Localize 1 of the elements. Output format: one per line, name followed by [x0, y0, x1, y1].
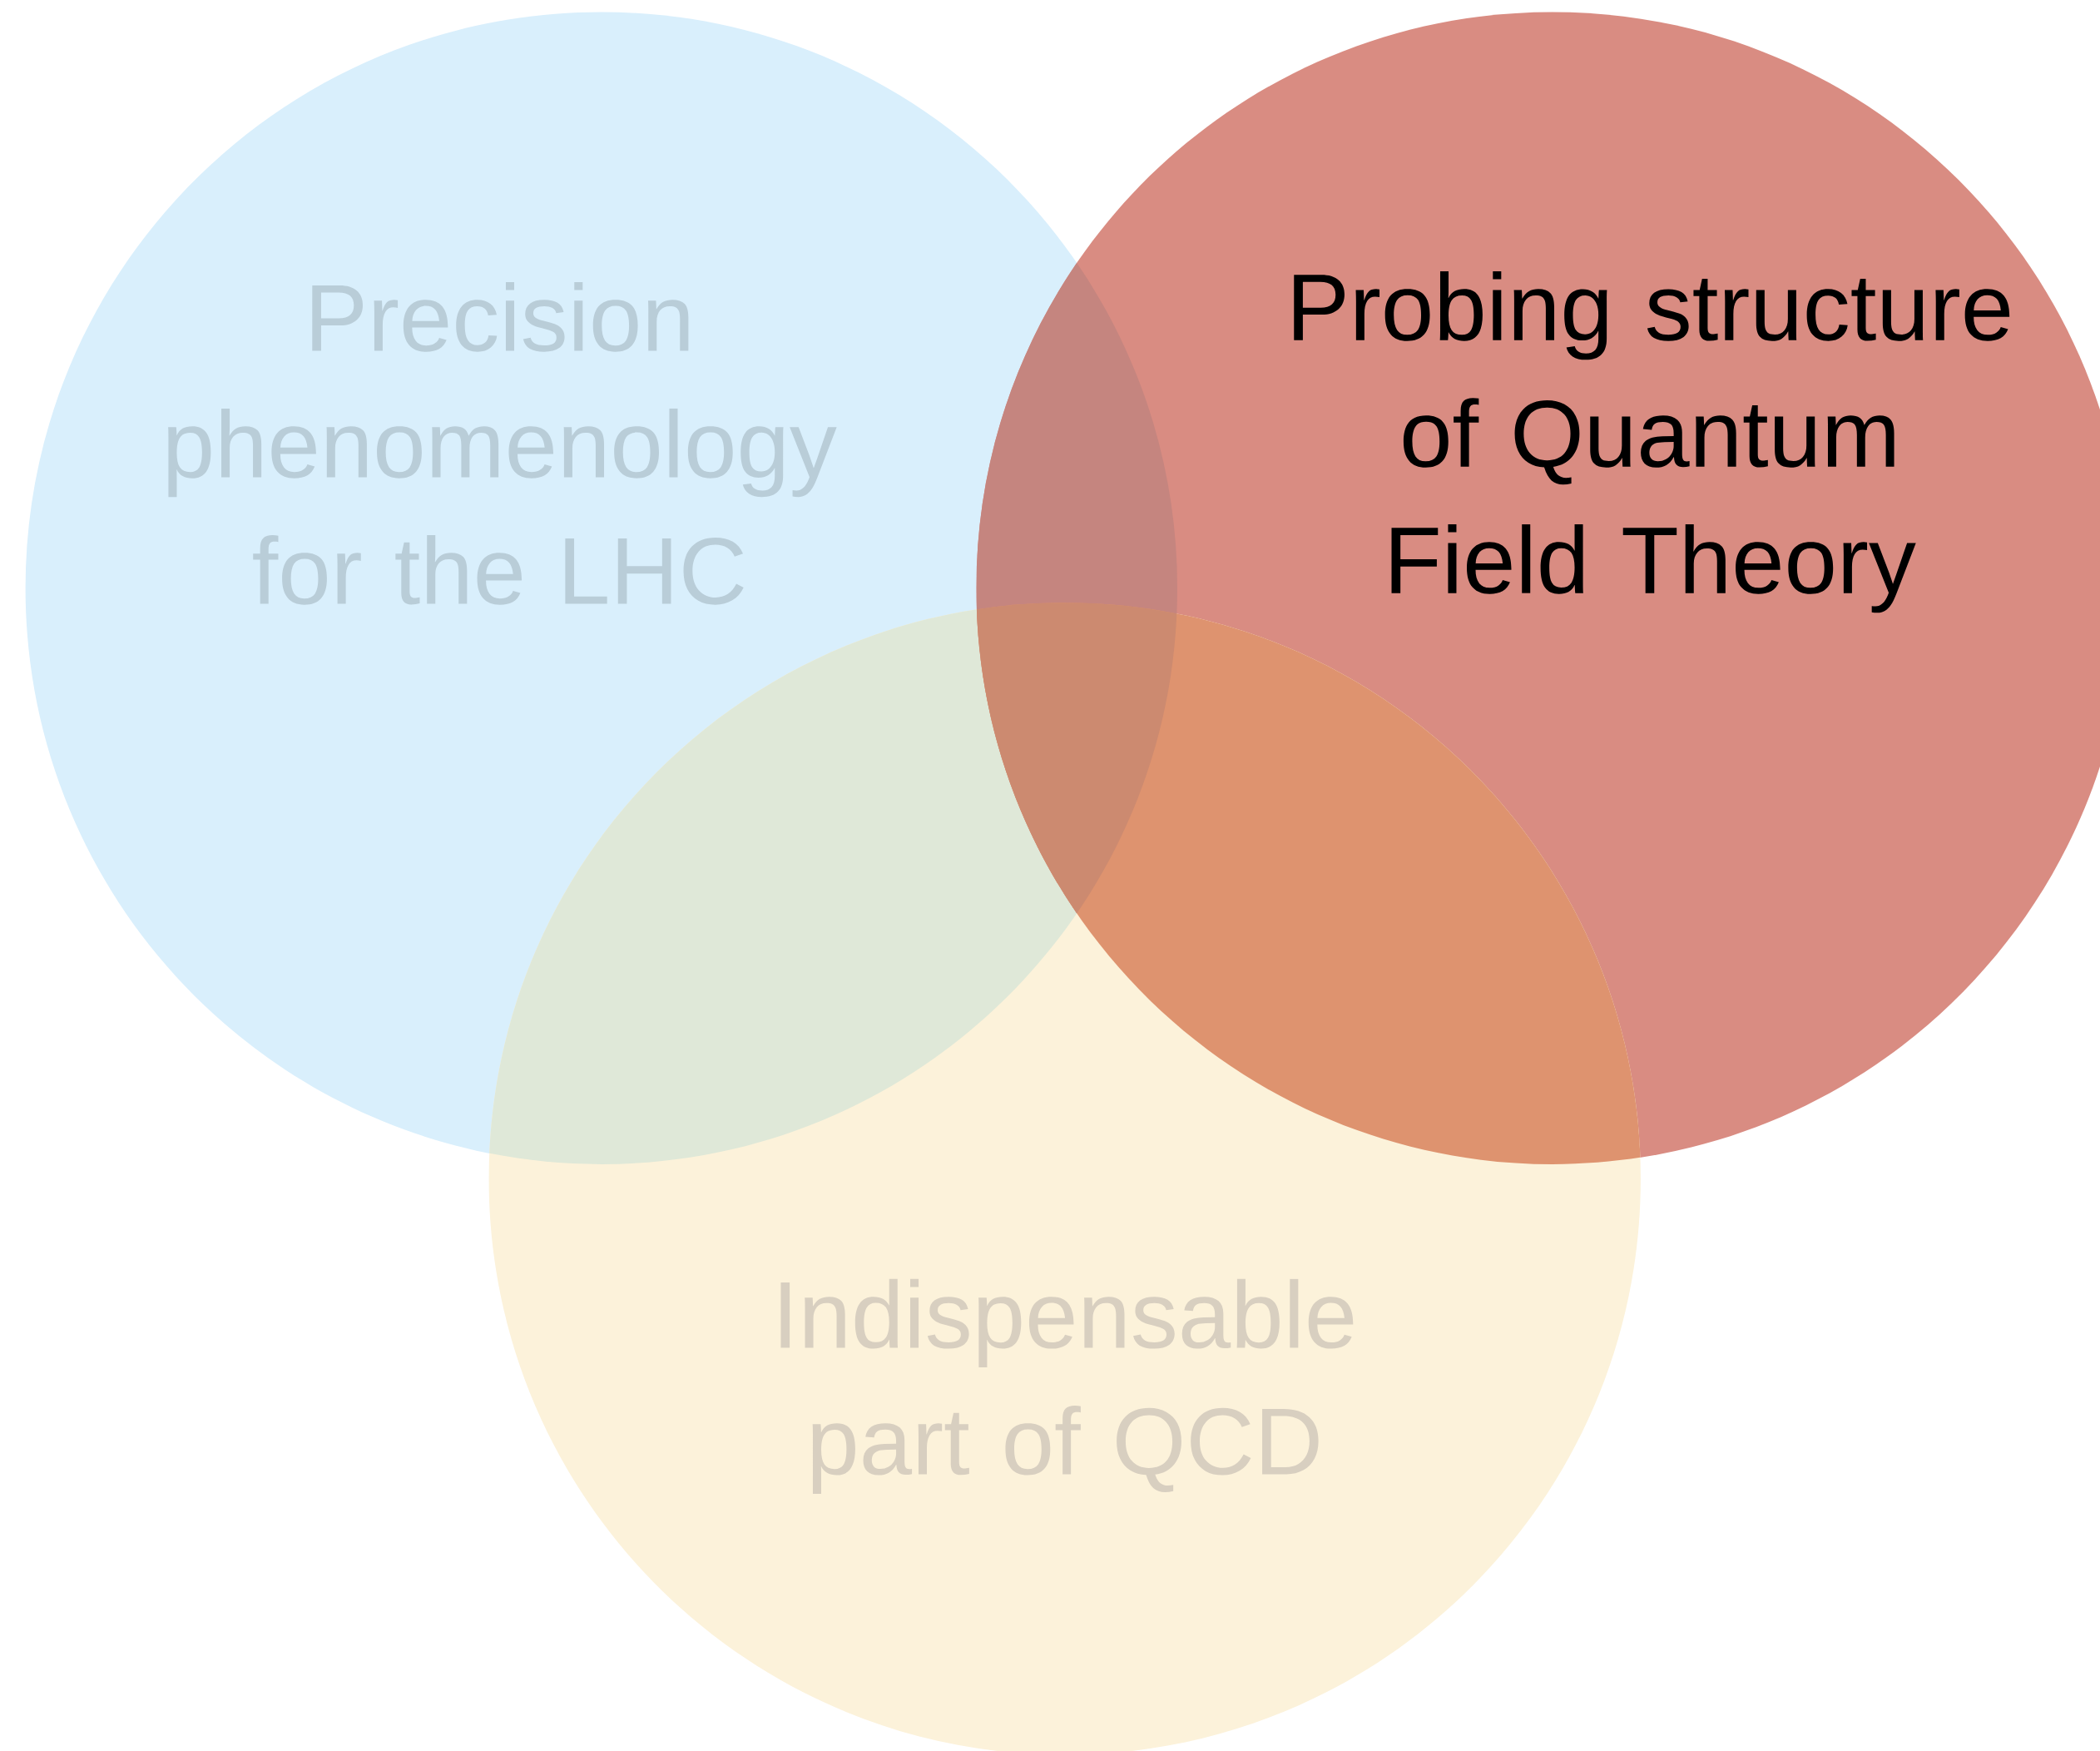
- circle-label: Probing structure of Quantum Field Theory: [1294, 271, 2010, 613]
